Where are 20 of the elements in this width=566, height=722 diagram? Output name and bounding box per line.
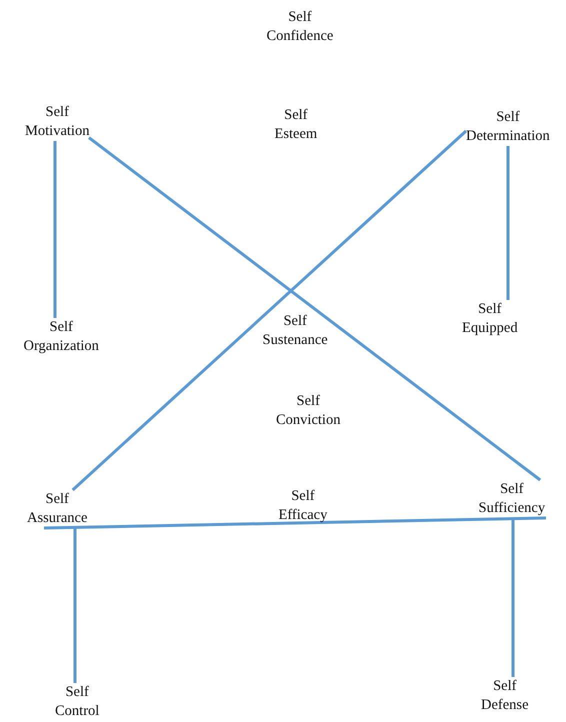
connector-line (512, 518, 514, 677)
connector-line (44, 516, 546, 530)
connector-line (54, 141, 56, 318)
node-label: Self Assurance (27, 490, 88, 528)
node-label: Self Defense (481, 677, 528, 715)
node-label: Self Esteem (274, 106, 318, 144)
node-label: Self Sufficiency (478, 480, 546, 518)
node-label: Self Confidence (266, 8, 334, 46)
connector-line (88, 136, 542, 482)
node-label: Self Sustenance (262, 312, 328, 350)
node-label: Self Organization (24, 318, 99, 356)
node-label: Self Conviction (276, 392, 340, 430)
node-label: Self Motivation (25, 103, 90, 141)
node-label: Self Determination (466, 108, 550, 146)
node-label: Self Equipped (462, 300, 518, 338)
connector-line (506, 146, 510, 300)
connector-line (72, 130, 468, 492)
node-label: Self Control (55, 683, 100, 721)
connector-line (74, 528, 76, 683)
node-label: Self Efficacy (278, 487, 328, 525)
